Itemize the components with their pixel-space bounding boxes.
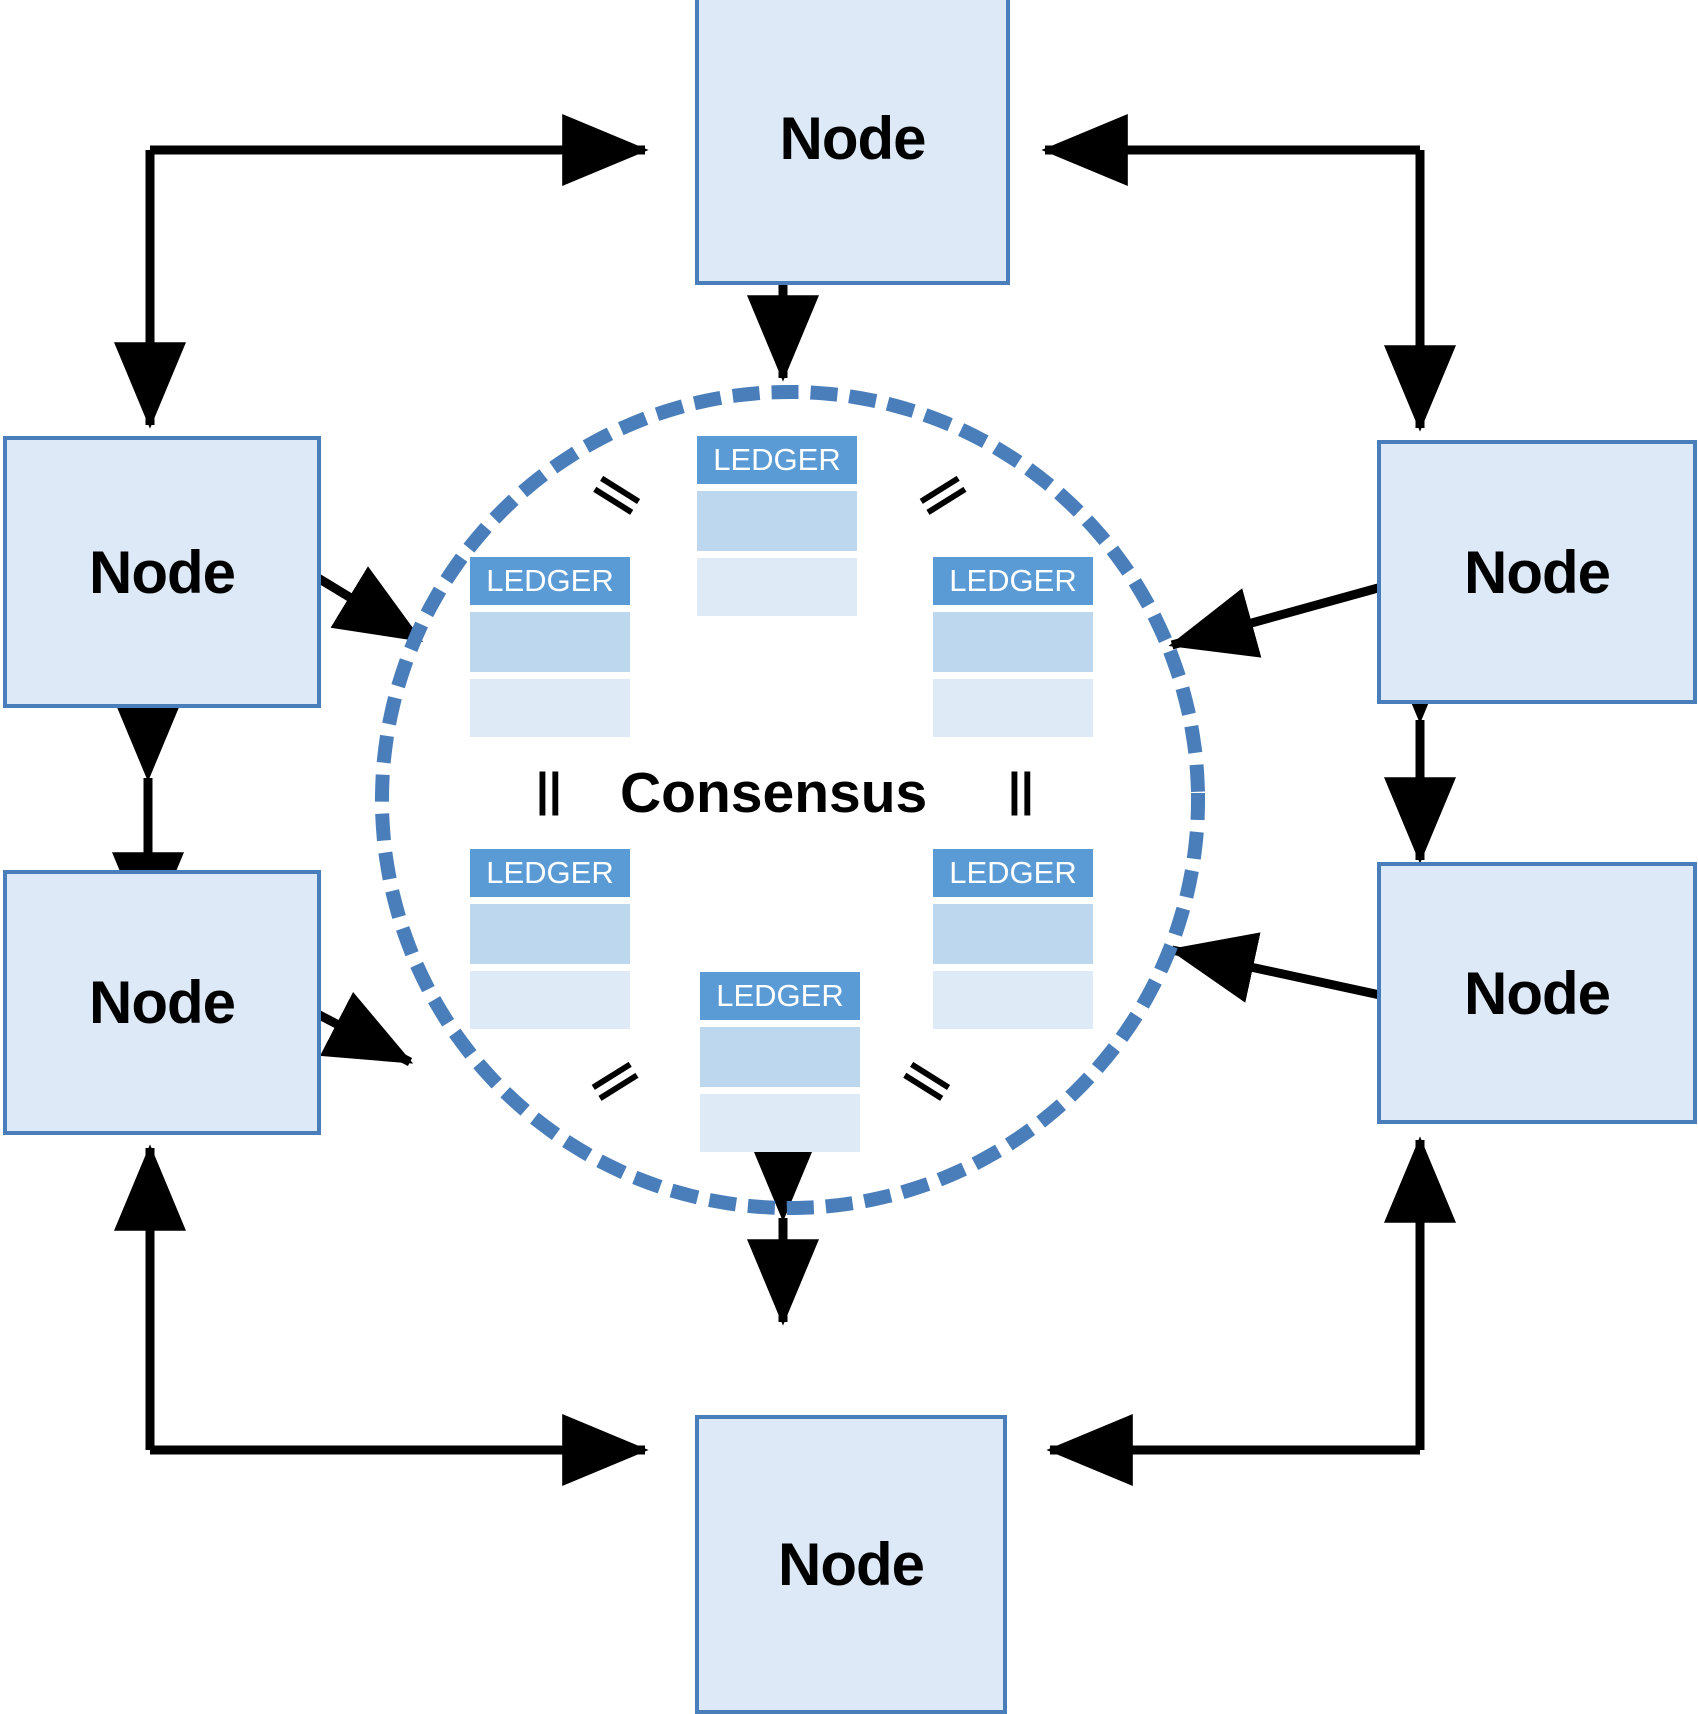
node-label: Node	[89, 969, 236, 1036]
node-box-right-upper[interactable]: Node	[1377, 440, 1697, 704]
ledger-header: LEDGER	[933, 849, 1093, 897]
ledger-header: LEDGER	[470, 849, 630, 897]
node-label: Node	[1464, 538, 1611, 606]
ledger-row-light	[470, 679, 630, 737]
ledger-row-light	[697, 558, 857, 616]
edge-leftupper-to-circle	[228, 504, 424, 644]
ledger-header: LEDGER	[470, 557, 630, 605]
consensus-boundary-circle	[375, 385, 1205, 1215]
node-label: Node	[778, 1531, 925, 1598]
ledger-card-upper-right[interactable]: LEDGER	[933, 557, 1093, 737]
node-label: Node	[1464, 959, 1611, 1027]
node-box-right-lower[interactable]: Node	[1377, 862, 1697, 1124]
ledger-card-upper-left[interactable]: LEDGER	[470, 557, 630, 737]
ledger-row-dark	[933, 904, 1093, 964]
ledger-row-light	[470, 971, 630, 1029]
ledger-header: LEDGER	[697, 436, 857, 484]
ledger-header: LEDGER	[933, 557, 1093, 605]
edge-rightlower-to-circle	[1168, 932, 1469, 1048]
edge-rightupper-to-circle	[1168, 531, 1468, 658]
node-box-left-upper[interactable]: Node	[3, 436, 321, 708]
ledger-row-light	[700, 1094, 860, 1152]
ledger-row-dark	[697, 491, 857, 551]
ledger-row-light	[933, 971, 1093, 1029]
ledger-header: LEDGER	[700, 972, 860, 1020]
equals-mark-mid-right: ||	[1008, 763, 1034, 815]
consensus-label: Consensus	[620, 761, 928, 825]
ledger-row-light	[933, 679, 1093, 737]
node-box-left-lower[interactable]: Node	[3, 870, 321, 1135]
node-label: Node	[779, 105, 927, 172]
equals-mark-mid-left: ||	[536, 763, 562, 815]
ledger-card-lower-right[interactable]: LEDGER	[933, 849, 1093, 1029]
ledger-row-dark	[470, 904, 630, 964]
node-box-top[interactable]: Node	[695, 0, 1010, 285]
ledger-row-dark	[700, 1027, 860, 1087]
ledger-card-bottom[interactable]: LEDGER	[700, 972, 860, 1152]
ledger-card-lower-left[interactable]: LEDGER	[470, 849, 630, 1029]
node-label: Node	[89, 538, 236, 606]
ledger-row-dark	[470, 612, 630, 672]
ledger-card-top[interactable]: LEDGER	[697, 436, 857, 616]
ledger-row-dark	[933, 612, 1093, 672]
node-box-bottom[interactable]: Node	[695, 1415, 1007, 1714]
